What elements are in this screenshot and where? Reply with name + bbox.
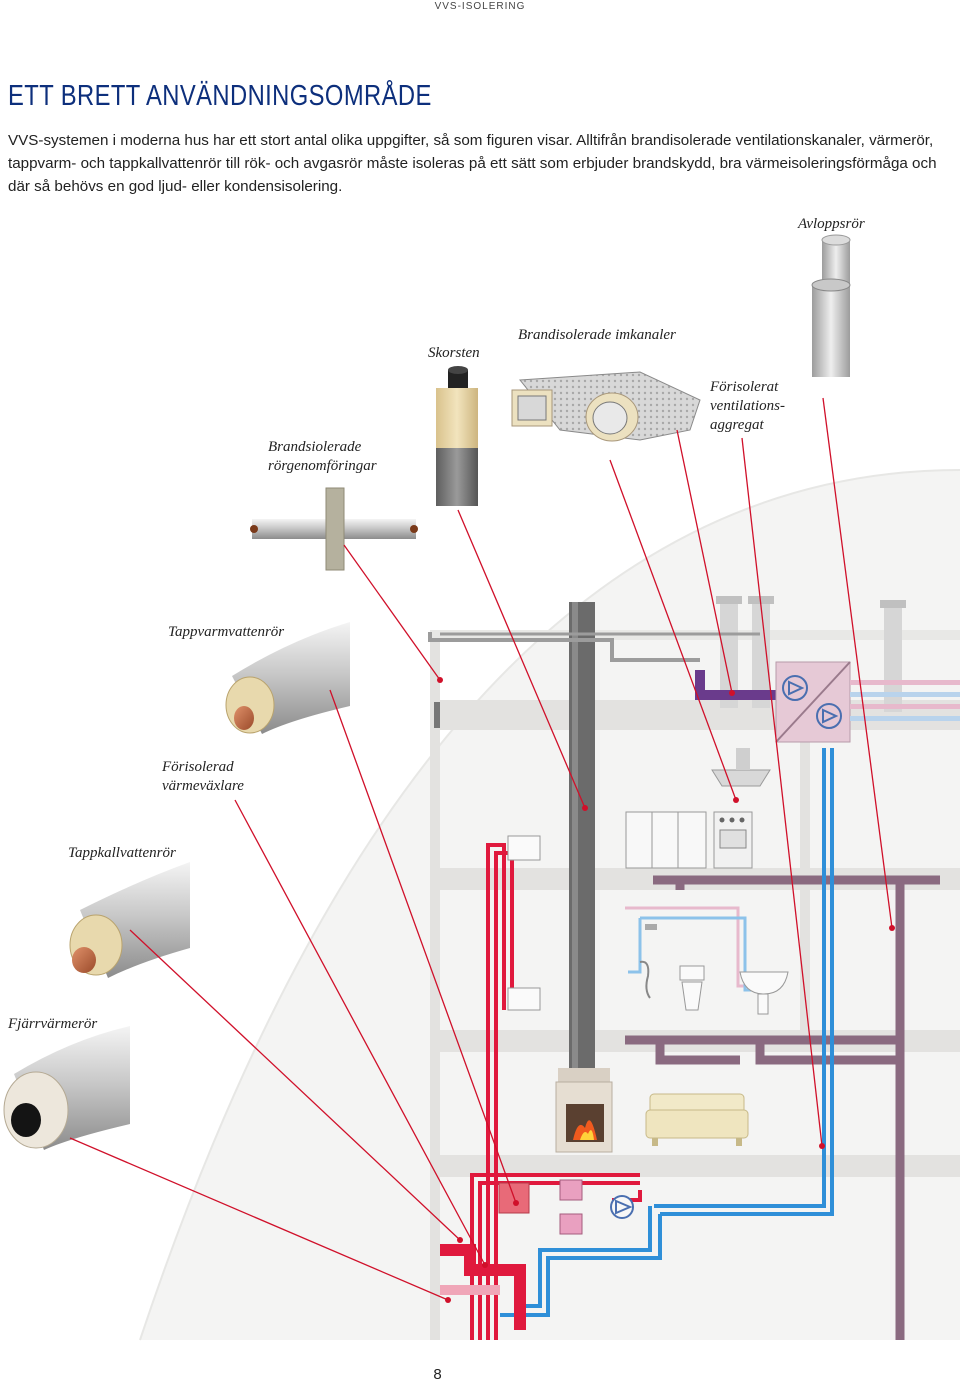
sofa xyxy=(645,1093,749,1146)
label-skorsten: Skorsten xyxy=(428,345,480,361)
chimney xyxy=(555,602,613,1153)
product-tappvarmvattenror xyxy=(225,622,350,734)
bathroom xyxy=(625,906,789,1015)
cold-water-pipes xyxy=(500,748,834,1317)
label-ventilation-line2: ventilations- xyxy=(710,398,785,414)
label-genomforing: Brandsiolerade rörgenomföringar xyxy=(268,438,377,476)
label-fjarrvarme: Fjärrvärmerör xyxy=(8,1016,98,1032)
kitchen xyxy=(625,748,771,869)
drain-pipes xyxy=(625,875,940,1340)
product-skorsten xyxy=(436,366,478,506)
product-avloppsror xyxy=(811,234,851,377)
leader-arrowheads xyxy=(437,677,895,1303)
label-vaxlare-line2: värmeväxlare xyxy=(162,778,244,794)
label-genomforing-line1: Brandsiolerade xyxy=(268,439,362,455)
ventilation-system xyxy=(428,596,960,743)
label-tappvarm: Tappvarmvattenrör xyxy=(168,624,285,640)
label-ventilation: Förisolerat ventilations- aggregat xyxy=(710,378,785,435)
label-vaxlare: Förisolerad värmeväxlare xyxy=(162,758,244,796)
product-tappkallvattenror xyxy=(69,862,190,978)
intro-paragraph: VVS-systemen i moderna hus har ett stort… xyxy=(8,132,937,195)
label-imkanaler: Brandisolerade imkanaler xyxy=(518,327,676,343)
leader-lines xyxy=(69,397,893,1301)
label-avloppsror: Avloppsrör xyxy=(798,216,865,232)
label-vaxlare-line1: Förisolerad xyxy=(162,759,234,775)
running-header: VVS-ISOLERING xyxy=(434,1,526,12)
page-number: 8 xyxy=(433,1366,442,1383)
label-ventilation-line3: aggregat xyxy=(710,417,764,433)
product-fjarrvarmeror xyxy=(3,1026,130,1150)
label-genomforing-line2: rörgenomföringar xyxy=(268,458,377,474)
label-ventilation-line1: Förisolerat xyxy=(710,379,779,395)
product-rorgenomforing xyxy=(250,487,418,571)
label-tappkall: Tappkallvattenrör xyxy=(68,845,176,861)
product-imkanaler xyxy=(511,371,701,442)
house-structure xyxy=(139,469,960,1341)
page-title: ETT BRETT ANVÄNDNINGSOMRÅDE xyxy=(8,80,432,112)
radiators xyxy=(507,835,541,1011)
